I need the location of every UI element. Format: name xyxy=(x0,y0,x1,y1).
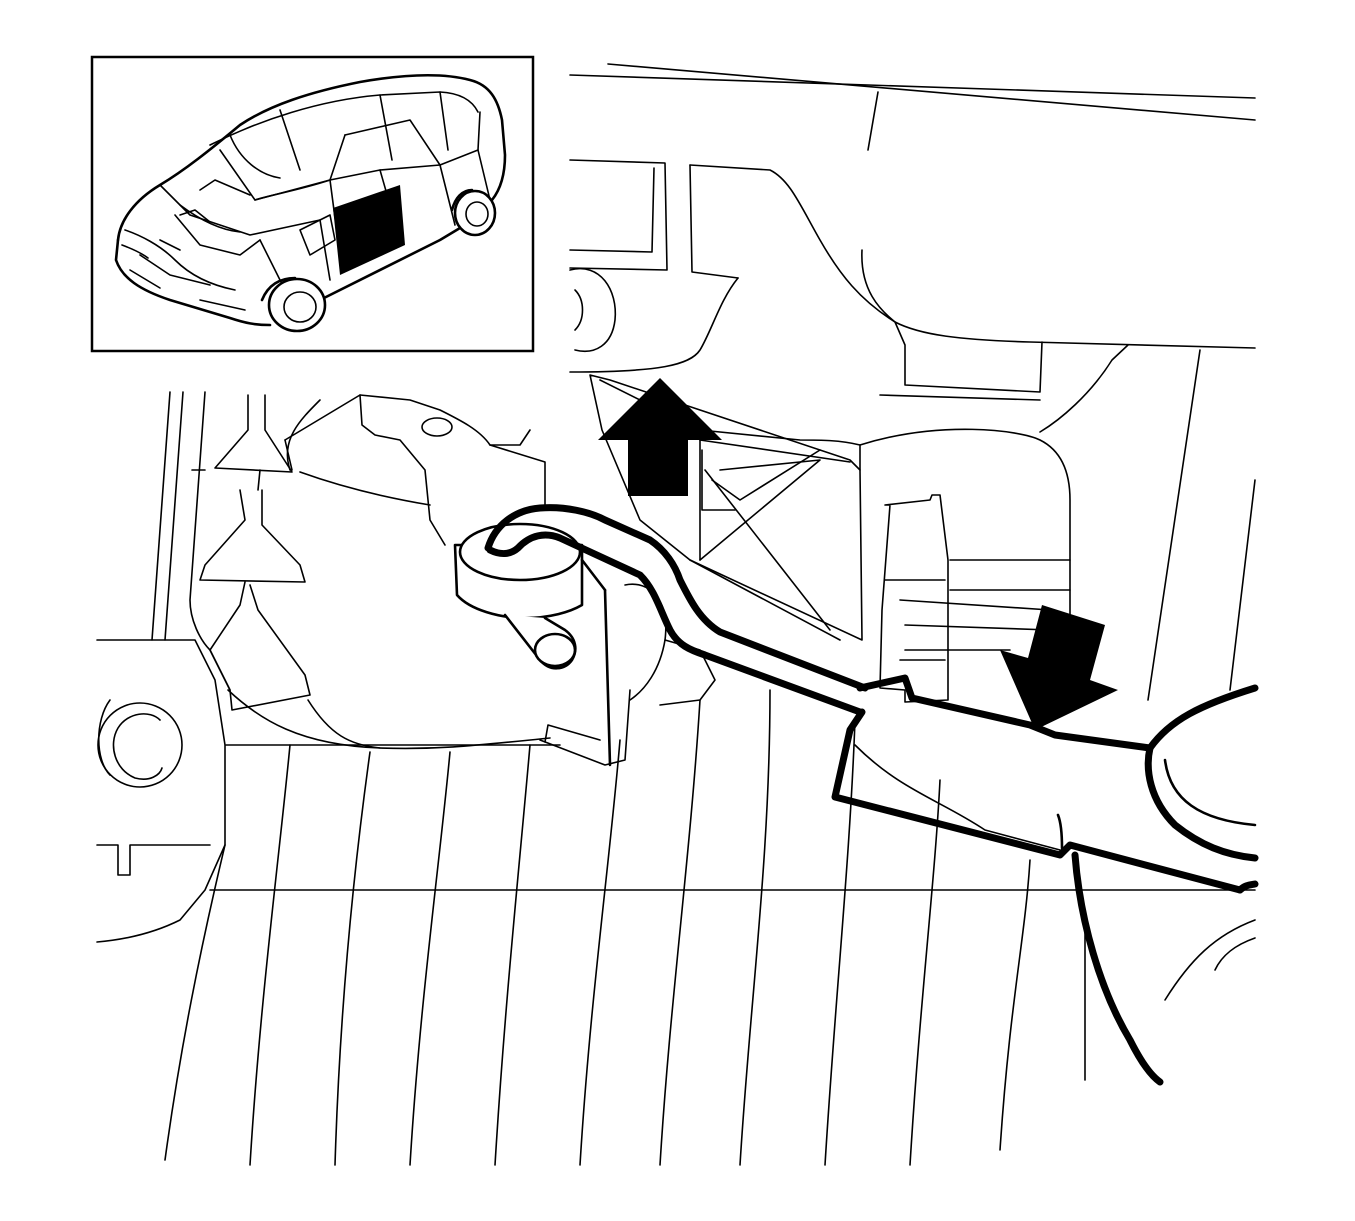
background-structure xyxy=(96,63,1256,1166)
arrow-up-icon xyxy=(598,378,722,496)
arrow-down-right-icon xyxy=(1000,605,1118,730)
highlighted-door-area xyxy=(333,185,405,275)
vehicle-locator-inset xyxy=(90,55,535,353)
hook-tool xyxy=(484,504,1259,1086)
direction-arrows xyxy=(598,378,1118,730)
vehicle-outline-icon xyxy=(114,73,507,333)
hinge-pivot xyxy=(453,522,612,767)
